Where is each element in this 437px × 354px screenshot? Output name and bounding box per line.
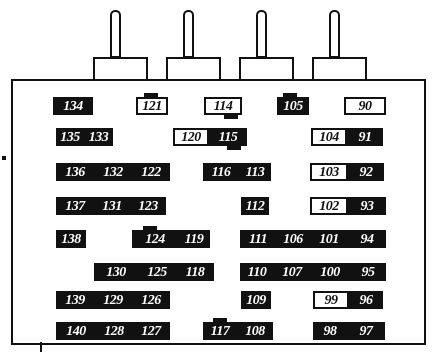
fuse-132: 132 — [94, 163, 132, 181]
side-marker — [2, 156, 6, 160]
fuse-90: 90 — [344, 97, 386, 115]
fuse-99: 99 — [313, 291, 349, 309]
fuse-101: 101 — [310, 230, 348, 248]
fuse-134: 134 — [53, 97, 93, 115]
fuse-117: 117 — [203, 322, 237, 340]
fuse-129: 129 — [94, 291, 132, 309]
fuse-94: 94 — [348, 230, 386, 248]
fuse-103: 103 — [310, 163, 348, 181]
fuse-131: 131 — [94, 197, 130, 215]
fuse-124-tab — [143, 226, 157, 231]
fuse-98: 98 — [313, 322, 347, 340]
fuse-121: 121 — [136, 97, 168, 115]
fuse-120: 120 — [173, 128, 209, 146]
fuse-122: 122 — [132, 163, 170, 181]
fuse-102: 102 — [310, 197, 348, 215]
fuse-110: 110 — [240, 263, 274, 281]
fuse-113: 113 — [239, 163, 271, 181]
fuse-97: 97 — [347, 322, 385, 340]
fuse-95: 95 — [350, 263, 386, 281]
fuse-118: 118 — [176, 263, 214, 281]
fuse-135: 135 — [56, 128, 84, 146]
fuse-138: 138 — [56, 230, 86, 248]
fuse-105: 105 — [277, 97, 309, 115]
fuse-105-tab — [283, 93, 297, 98]
fuse-116: 116 — [203, 163, 239, 181]
fuse-115-tab — [227, 145, 241, 150]
fuse-139: 139 — [56, 291, 94, 309]
fuse-140: 140 — [56, 322, 96, 340]
fuse-124: 124 — [132, 230, 178, 248]
fuse-111: 111 — [240, 230, 276, 248]
fuse-91: 91 — [347, 128, 383, 146]
fuse-137: 137 — [56, 197, 94, 215]
fuse-121-tab — [144, 93, 158, 98]
fuse-104: 104 — [311, 128, 347, 146]
fuse-128: 128 — [96, 322, 132, 340]
fuse-130: 130 — [94, 263, 138, 281]
fuse-115: 115 — [209, 128, 247, 146]
fuse-123: 123 — [130, 197, 166, 215]
fuse-96: 96 — [349, 291, 383, 309]
fuse-107: 107 — [274, 263, 310, 281]
fuse-133: 133 — [84, 128, 113, 146]
fuse-109: 109 — [241, 291, 271, 309]
fuse-92: 92 — [348, 163, 384, 181]
fuse-114: 114 — [204, 97, 242, 115]
fuse-119: 119 — [178, 230, 210, 248]
bottom-marker — [40, 342, 42, 352]
fuse-114-tab — [224, 114, 238, 119]
fuse-125: 125 — [138, 263, 176, 281]
fuse-112: 112 — [241, 197, 269, 215]
fuse-117-tab — [213, 318, 227, 323]
fuse-136: 136 — [56, 163, 94, 181]
fuse-108: 108 — [237, 322, 273, 340]
fuse-100: 100 — [310, 263, 350, 281]
fuse-127: 127 — [132, 322, 170, 340]
fuse-93: 93 — [348, 197, 386, 215]
fuse-106: 106 — [276, 230, 310, 248]
fuse-126: 126 — [132, 291, 170, 309]
